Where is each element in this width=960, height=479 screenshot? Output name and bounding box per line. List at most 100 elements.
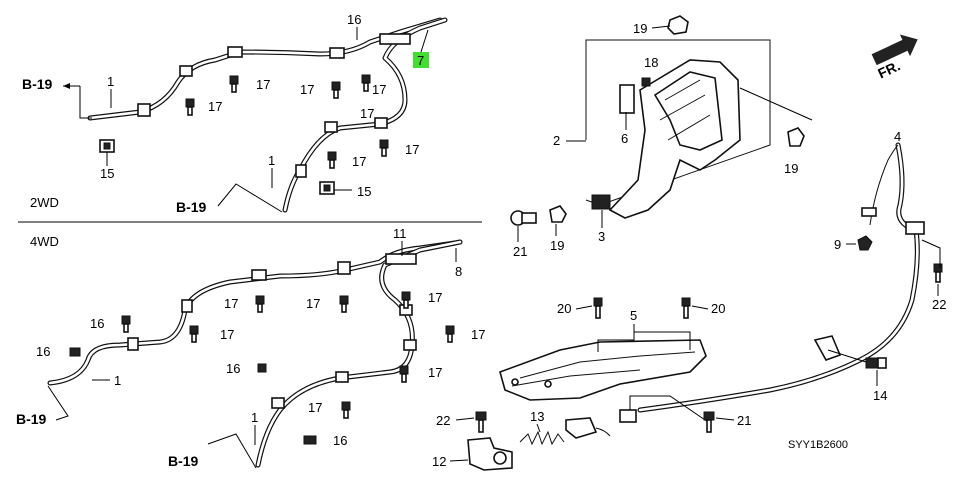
bolt-16 bbox=[303, 435, 317, 445]
nut-19 bbox=[549, 205, 567, 223]
nut-9 bbox=[857, 235, 873, 251]
bolt-16 bbox=[121, 315, 131, 333]
bolt-17 bbox=[401, 291, 411, 309]
cable-clip bbox=[403, 339, 417, 351]
bolt-16 bbox=[257, 363, 267, 373]
callout-9: 9 bbox=[834, 237, 841, 252]
callout-22: 22 bbox=[436, 413, 450, 428]
callout-17: 17 bbox=[372, 82, 386, 97]
front-cable-main bbox=[637, 221, 941, 413]
heat-shield-5 bbox=[499, 339, 707, 401]
callout-20: 20 bbox=[557, 301, 571, 316]
callout-17: 17 bbox=[405, 142, 419, 157]
bolt-17 bbox=[189, 325, 199, 343]
spring-13 bbox=[519, 430, 565, 446]
nut-19 bbox=[787, 127, 805, 147]
equalizer-bracket bbox=[565, 409, 637, 439]
callout-7: 7 bbox=[417, 53, 424, 68]
callout-8: 8 bbox=[455, 264, 462, 279]
bolt-22 bbox=[933, 263, 943, 283]
ref-b19: B-19 bbox=[176, 199, 207, 215]
parking-brake-pedal-assembly bbox=[591, 59, 741, 219]
cable-clip bbox=[335, 371, 349, 383]
callout-17: 17 bbox=[360, 106, 374, 121]
bolt-17 bbox=[445, 325, 455, 343]
bolt-14 bbox=[865, 357, 887, 369]
ref-b19: B-19 bbox=[168, 453, 199, 469]
bolt-22 bbox=[475, 411, 487, 433]
cable-clip bbox=[137, 103, 151, 117]
bolt-21 bbox=[703, 411, 715, 433]
callout-20: 20 bbox=[711, 301, 725, 316]
rear-cable-right-4wd bbox=[255, 239, 463, 468]
callout-4: 4 bbox=[894, 129, 901, 144]
callout-1: 1 bbox=[268, 153, 275, 168]
bracket-15 bbox=[99, 139, 115, 153]
callout-19: 19 bbox=[633, 21, 647, 36]
callout-17: 17 bbox=[308, 400, 322, 415]
cable-clip bbox=[179, 65, 193, 77]
callout-17: 17 bbox=[306, 296, 320, 311]
bolt-17 bbox=[361, 74, 371, 92]
pedal-switch bbox=[619, 84, 635, 114]
cable-clip bbox=[127, 337, 139, 351]
callout-6: 6 bbox=[621, 131, 628, 146]
highlighted-callout-7 bbox=[413, 52, 429, 68]
cable-clip bbox=[295, 164, 307, 178]
bolt-17 bbox=[185, 98, 195, 116]
section-label-4wd: 4WD bbox=[30, 234, 59, 249]
callout-12: 12 bbox=[432, 454, 446, 469]
callout-16: 16 bbox=[90, 316, 104, 331]
callout-17: 17 bbox=[224, 296, 238, 311]
pedal-pad bbox=[591, 194, 611, 210]
cable-clip bbox=[329, 47, 345, 59]
cable-clip bbox=[374, 117, 388, 129]
callout-17: 17 bbox=[471, 327, 485, 342]
bolt-20 bbox=[593, 297, 603, 319]
cable-clip bbox=[251, 269, 267, 281]
callout-3: 3 bbox=[598, 229, 605, 244]
bracket-12 bbox=[467, 437, 513, 471]
diagram-code: SYY1B2600 bbox=[788, 439, 848, 451]
callout-17: 17 bbox=[220, 327, 234, 342]
callout-22: 22 bbox=[932, 297, 946, 312]
callout-21: 21 bbox=[513, 244, 527, 259]
callout-16: 16 bbox=[226, 361, 240, 376]
callout-15: 15 bbox=[100, 166, 114, 181]
cable-clip bbox=[271, 397, 285, 409]
callout-17: 17 bbox=[428, 365, 442, 380]
callout-16: 16 bbox=[333, 433, 347, 448]
callout-16: 16 bbox=[36, 344, 50, 359]
cable-equalizer-bracket bbox=[385, 253, 417, 265]
cable-clip bbox=[181, 299, 193, 313]
ref-b19: B-19 bbox=[16, 411, 47, 427]
callout-17: 17 bbox=[256, 77, 270, 92]
front-cable-4 bbox=[861, 142, 913, 231]
callout-11: 11 bbox=[393, 226, 407, 241]
bolt-18 bbox=[641, 77, 651, 87]
cable-clip bbox=[227, 46, 243, 58]
ref-b19: B-19 bbox=[22, 76, 53, 92]
callout-1: 1 bbox=[251, 410, 258, 425]
bolt-17 bbox=[229, 75, 239, 93]
callout-2: 2 bbox=[553, 133, 560, 148]
callout-15: 15 bbox=[357, 184, 371, 199]
cable-clip bbox=[337, 261, 351, 275]
bracket-15 bbox=[319, 181, 335, 195]
callout-18: 18 bbox=[644, 55, 658, 70]
front-direction-arrow: FR. bbox=[871, 34, 918, 81]
bolt-17 bbox=[331, 81, 341, 99]
callout-14: 14 bbox=[873, 388, 887, 403]
callout-17: 17 bbox=[300, 82, 314, 97]
callout-17: 17 bbox=[428, 290, 442, 305]
bolt-17 bbox=[339, 295, 349, 313]
bolt-17 bbox=[379, 139, 389, 157]
callout-1: 1 bbox=[107, 74, 114, 89]
cable-equalizer-bracket bbox=[379, 33, 411, 45]
bolt-17 bbox=[255, 295, 265, 313]
callout-19: 19 bbox=[550, 238, 564, 253]
callout-19: 19 bbox=[784, 161, 798, 176]
callout-21: 21 bbox=[737, 413, 751, 428]
bolt-20 bbox=[681, 297, 691, 319]
